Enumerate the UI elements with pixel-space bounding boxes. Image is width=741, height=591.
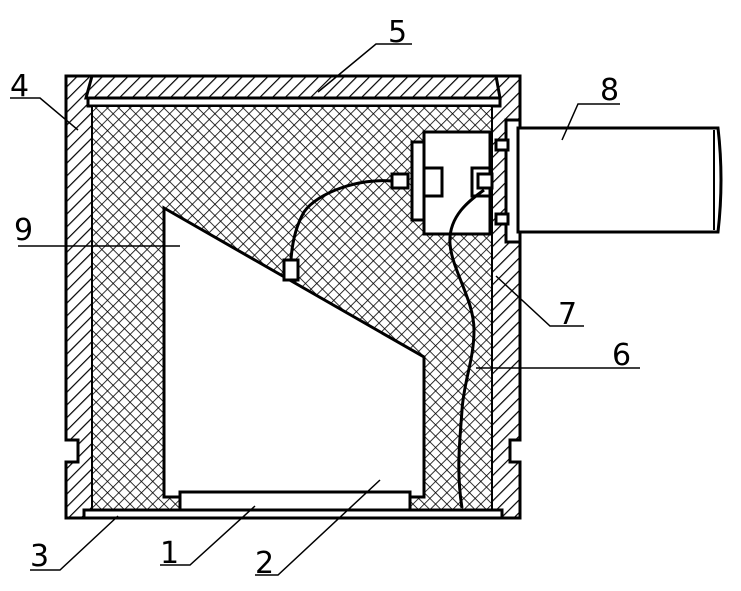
window-plate	[178, 490, 412, 512]
leader-line-2	[255, 479, 381, 576]
leader-line-5	[317, 43, 412, 93]
label-7: 7	[558, 297, 577, 332]
label-4: 4	[10, 69, 29, 104]
bottom-plate	[82, 508, 504, 520]
label-8: 8	[600, 73, 619, 108]
connector-slot	[422, 166, 444, 198]
label-2: 2	[255, 546, 274, 581]
slope-sensor	[282, 258, 300, 282]
label-5: 5	[388, 15, 407, 50]
signal-wire-lower	[448, 188, 485, 509]
label-6: 6	[612, 338, 631, 373]
photomultiplier-cylinder	[516, 126, 723, 234]
leader-line-4	[10, 97, 79, 131]
top-cover	[84, 74, 502, 100]
label-9: 9	[14, 213, 33, 248]
crystal-block	[162, 205, 426, 499]
leader-line-7	[495, 275, 584, 327]
label-3: 3	[30, 539, 49, 574]
flange-tab-top	[494, 138, 510, 152]
connector-pin-right	[476, 172, 494, 190]
label-1: 1	[160, 536, 179, 571]
top-cover-underside	[86, 96, 502, 108]
leader-line-1	[160, 505, 256, 566]
connector-pin-left	[390, 172, 410, 190]
leader-line-8	[561, 103, 620, 141]
leader-line-3	[30, 515, 119, 571]
connector-block	[410, 130, 492, 236]
signal-wire-upper	[289, 179, 393, 261]
flange-tab-bottom	[494, 212, 510, 226]
